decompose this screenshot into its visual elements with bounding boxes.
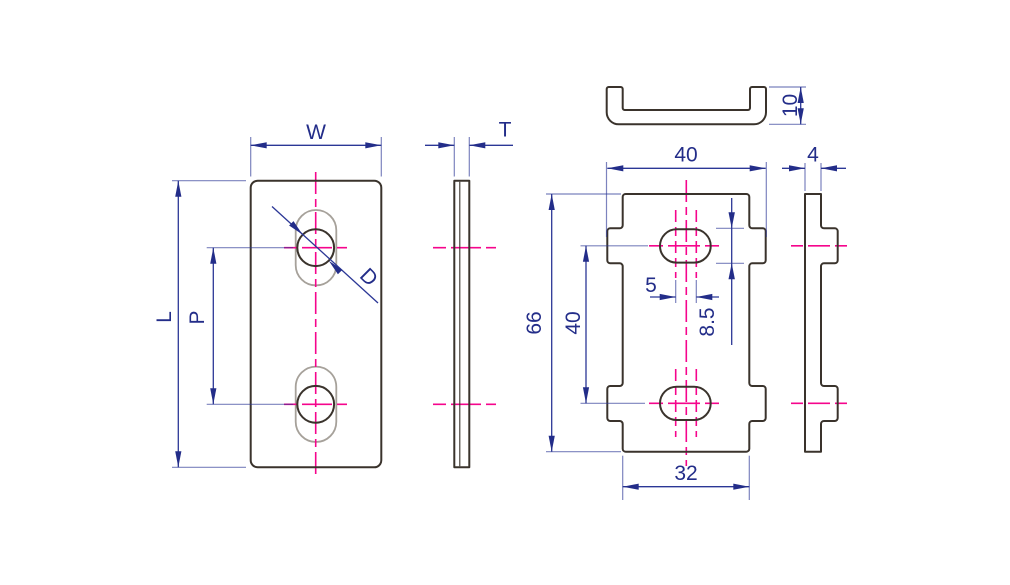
dim-label-32: 32 <box>674 462 697 485</box>
arrowhead <box>733 483 750 490</box>
arrowhead <box>548 194 555 210</box>
dim-label-D: D <box>355 264 382 291</box>
arrowhead <box>696 293 713 301</box>
generic-plate-front-view: W L P D <box>153 121 383 477</box>
upper-slot <box>659 228 712 264</box>
arrowhead <box>607 165 624 172</box>
arrowhead <box>289 221 303 235</box>
arrowhead <box>469 142 486 149</box>
arrowhead <box>210 247 217 264</box>
plate-outline <box>249 179 383 469</box>
dim-label-L: L <box>153 311 176 323</box>
dim-diameter-D: D <box>271 206 382 304</box>
arrowhead <box>175 180 182 197</box>
dim-label-T: T <box>499 119 512 142</box>
arrowhead <box>582 387 590 404</box>
arrowhead <box>659 293 676 301</box>
dim-base-width-32: 32 <box>622 455 750 500</box>
arrowhead <box>797 87 804 103</box>
dim-label-8-5: 8.5 <box>696 307 719 336</box>
lower-slot <box>659 385 712 422</box>
arrowhead <box>728 212 735 229</box>
dim-label-W: W <box>306 121 326 144</box>
arrowhead <box>797 108 804 125</box>
detail-plate-side-view: 4 <box>782 144 851 453</box>
arrowhead <box>789 165 805 172</box>
dim-thickness-T: T <box>425 119 513 177</box>
detail-plate-front-view: 40 66 40 5 <box>523 144 767 500</box>
upper-hole <box>296 228 336 268</box>
side-profile-outline <box>453 179 471 469</box>
dim-label-40-width: 40 <box>674 144 697 167</box>
dim-pitch-P: P <box>186 247 294 405</box>
arrowhead <box>728 263 735 280</box>
arrowhead <box>749 165 766 172</box>
dim-thickness-4: 4 <box>782 144 846 191</box>
dim-overall-length-66: 66 <box>523 193 621 453</box>
plate-outline-with-tabs <box>606 193 767 453</box>
dim-label-5: 5 <box>645 274 657 297</box>
channel-outline <box>605 86 767 126</box>
arrowhead <box>582 245 590 262</box>
dim-notch-height-8-5: 8.5 <box>696 198 744 345</box>
dim-label-P: P <box>186 310 209 324</box>
dim-label-4: 4 <box>807 144 819 167</box>
arrowhead <box>622 483 639 490</box>
arrowhead <box>328 260 343 275</box>
arrowhead <box>250 142 267 149</box>
dim-label-40-pitch: 40 <box>562 311 585 334</box>
side-profile-with-tabs <box>804 193 839 453</box>
arrowhead <box>365 142 382 149</box>
arrowhead <box>548 435 555 452</box>
dim-slot-centers-5: 5 <box>645 274 719 303</box>
dim-overall-width-40: 40 <box>605 144 767 237</box>
dim-width-W: W <box>250 121 382 177</box>
arrowhead <box>821 165 837 172</box>
dim-label-66: 66 <box>523 311 546 334</box>
arrowhead <box>438 142 455 149</box>
generic-plate-side-view: T <box>425 119 513 469</box>
detail-plate-top-view: 10 <box>605 86 806 126</box>
lower-hole <box>296 384 336 424</box>
dim-hole-pitch-40: 40 <box>562 245 648 404</box>
dim-length-L: L <box>153 180 246 468</box>
dim-label-10: 10 <box>779 94 802 117</box>
dim-flange-height-10: 10 <box>769 86 806 125</box>
arrowhead <box>175 451 182 468</box>
arrowhead <box>210 388 217 405</box>
